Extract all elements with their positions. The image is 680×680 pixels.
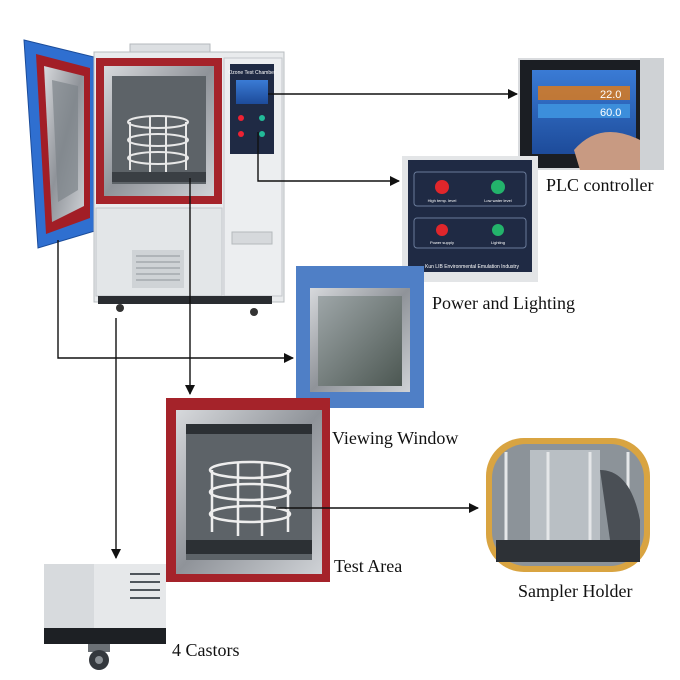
- panel-low-water-text: Low water level: [484, 198, 512, 203]
- main-chamber: Ozone Test Chamber: [23, 39, 285, 316]
- plc-readout-1: 22.0: [600, 89, 621, 101]
- arrows: [57, 89, 518, 559]
- panel-high-temp-text: High temp. level: [428, 198, 457, 203]
- castors-image: [44, 564, 166, 670]
- label-test-area: Test Area: [334, 556, 403, 576]
- plc-readout-2: 60.0: [600, 107, 621, 119]
- sampler-holder-image: [486, 438, 650, 572]
- test-area-image: [166, 398, 330, 582]
- viewing-window-image: [296, 266, 424, 408]
- panel-lighting-text: Lighting: [491, 240, 505, 245]
- label-plc-controller: PLC controller: [546, 175, 654, 195]
- machine-nameplate: Ozone Test Chamber: [228, 70, 275, 76]
- label-viewing-window: Viewing Window: [332, 428, 459, 448]
- arrow-window: [57, 240, 294, 363]
- panel-power-supply-text: Power supply: [430, 240, 454, 245]
- plc-controller-image: 22.0 60.0: [518, 58, 664, 170]
- label-power-lighting: Power and Lighting: [432, 293, 575, 313]
- power-lighting-panel-image: High temp. level Low water level Power s…: [402, 156, 538, 282]
- label-sampler-holder: Sampler Holder: [518, 581, 633, 601]
- panel-brand-text: Kun LIB Environmental Emulation Industry: [425, 264, 519, 270]
- label-castors: 4 Castors: [172, 640, 240, 660]
- arrow-power: [257, 132, 400, 186]
